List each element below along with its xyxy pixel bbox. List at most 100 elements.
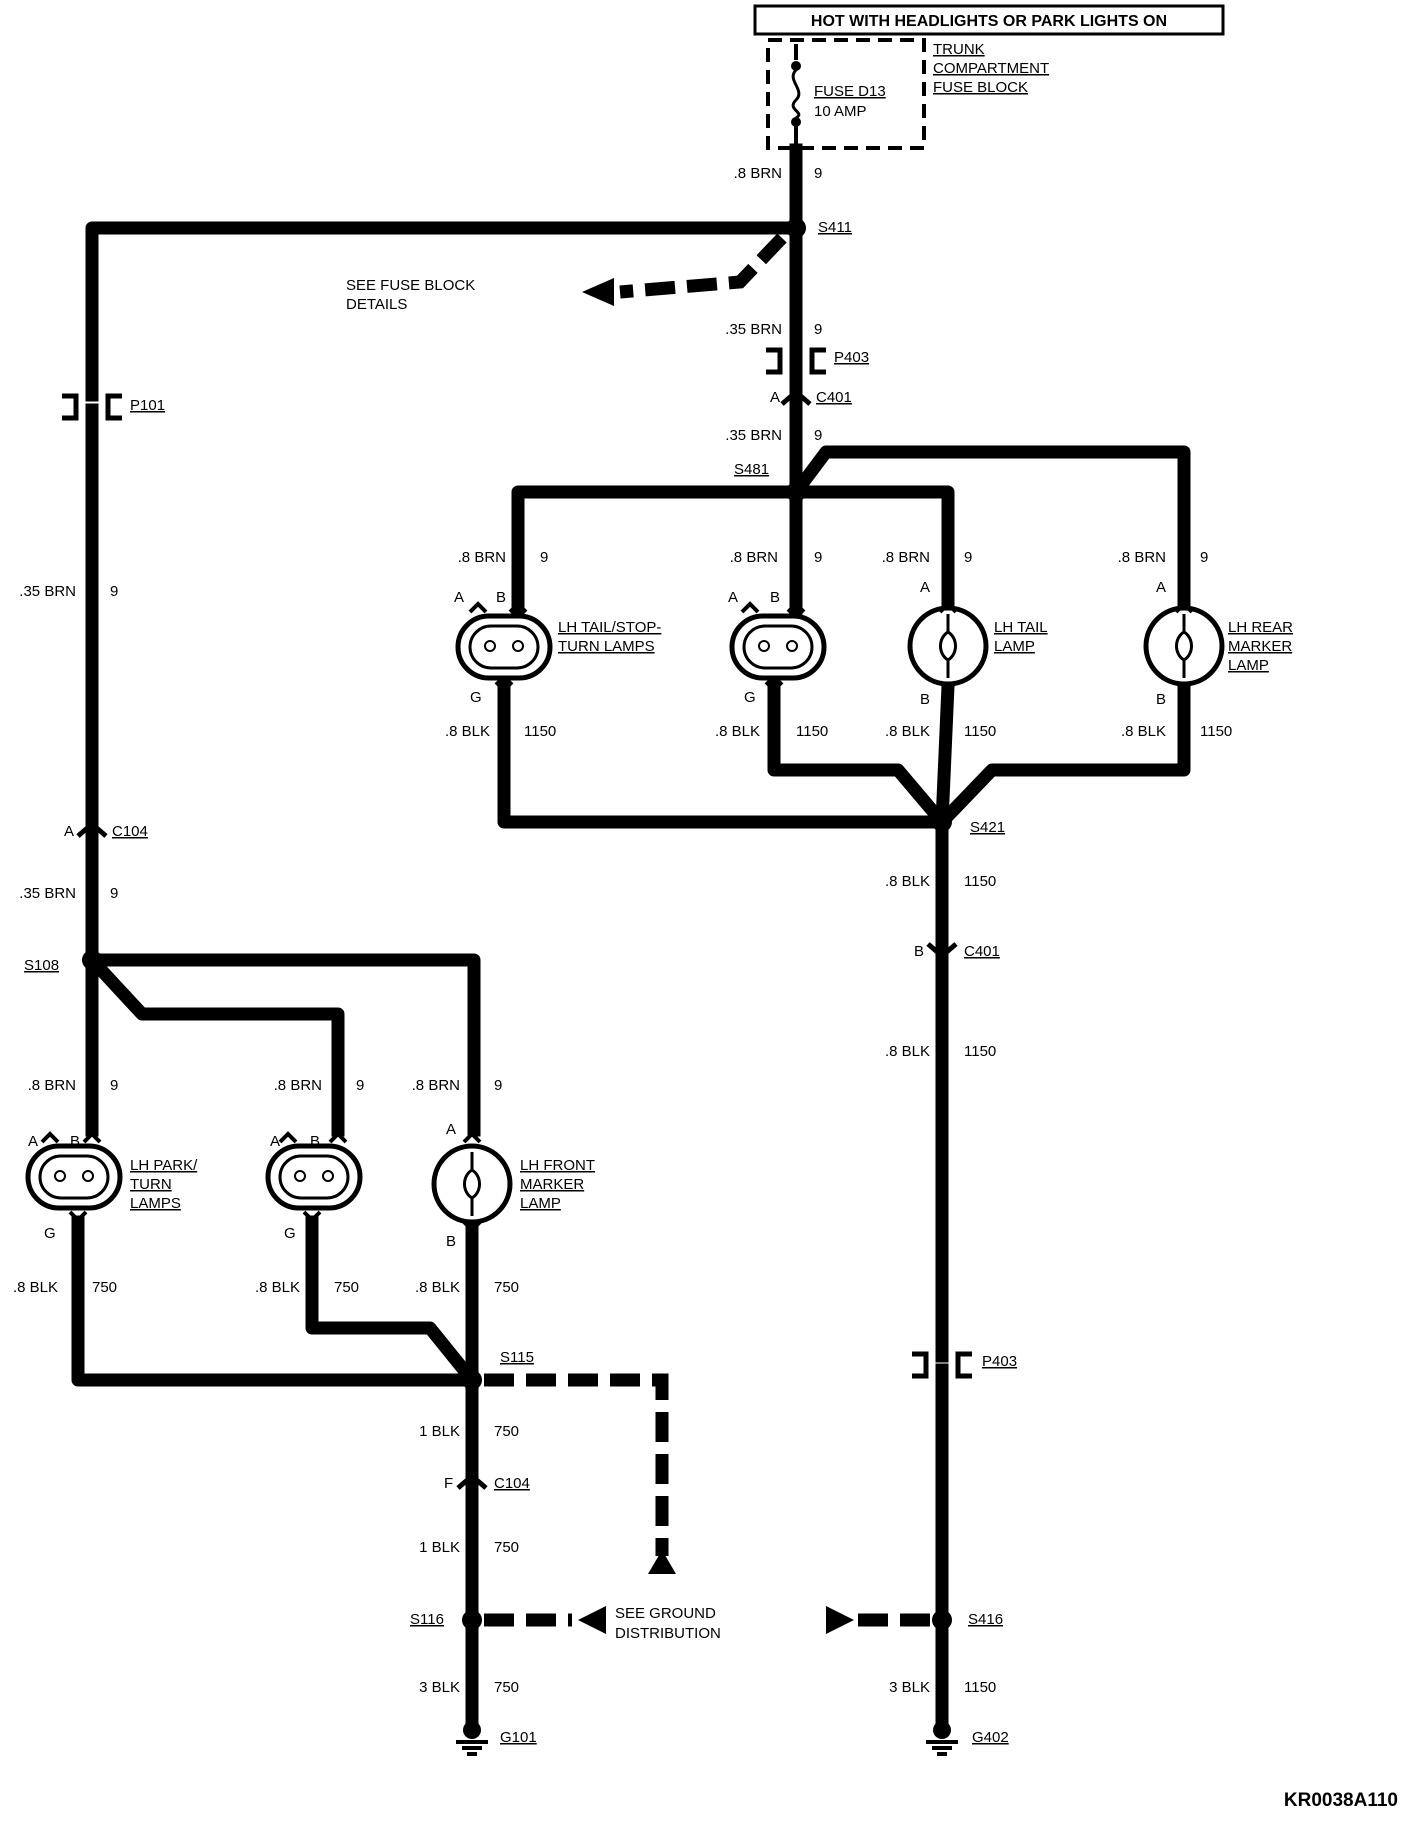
lh-tail-stop-turn-lamp: A B G LH TAIL/STOP- TURN LAMPS [454, 589, 661, 706]
wire-size: 1 BLK [419, 1423, 460, 1440]
wire-size: .8 BRN [734, 165, 782, 182]
wire-size: .8 BRN [730, 549, 778, 566]
wire-size: .8 BRN [28, 1077, 76, 1094]
wire-size: .8 BLK [885, 873, 930, 890]
wire-circuit: 1150 [964, 873, 996, 890]
wire-size: 3 BLK [889, 1679, 930, 1696]
wire-size: .8 BRN [458, 549, 506, 566]
wire-size: .8 BRN [412, 1077, 460, 1094]
fuse-block-name-2: COMPARTMENT [933, 60, 1049, 77]
wire-circuit: 1150 [964, 723, 996, 740]
fuse-rating: 10 AMP [814, 103, 867, 120]
wire-size: .8 BLK [13, 1279, 58, 1296]
splice-s115 [462, 1370, 482, 1390]
ground-arrow-left-icon [578, 1606, 606, 1634]
svg-text:G: G [44, 1225, 56, 1242]
wire-circuit: 9 [110, 885, 118, 902]
connector-p403-top: P403 [766, 347, 869, 375]
wire-circuit: 9 [814, 165, 822, 182]
arrow-left-icon [582, 278, 614, 306]
wire-size: .8 BLK [885, 1043, 930, 1060]
lh-tail-stop-turn-lamp-2: A B G [728, 589, 827, 706]
wire-circuit: 9 [110, 1077, 118, 1094]
wire-circuit: 1150 [524, 723, 556, 740]
svg-text:LAMP: LAMP [520, 1195, 561, 1212]
svg-text:LAMP: LAMP [1228, 657, 1269, 674]
wire-size: 3 BLK [419, 1679, 460, 1696]
connector-c104-top: A C104 [64, 820, 148, 840]
front-circuit-wires [71, 221, 803, 1731]
svg-text:MARKER: MARKER [520, 1176, 584, 1193]
fuse-block-details-reference: SEE FUSE BLOCK DETAILS [346, 233, 787, 313]
svg-text:LH PARK/: LH PARK/ [130, 1157, 198, 1174]
splices [82, 218, 952, 1630]
wire-circuit: 9 [110, 583, 118, 600]
fuse-block-name-3: FUSE BLOCK [933, 79, 1028, 96]
splice-s108 [82, 950, 102, 970]
lh-park-turn-lamp: A B G LH PARK/ TURN LAMPS [25, 1131, 198, 1242]
wire-circuit: 9 [814, 549, 822, 566]
svg-text:F: F [444, 1475, 453, 1492]
power-condition-header: HOT WITH HEADLIGHTS OR PARK LIGHTS ON [753, 4, 1225, 36]
wire-circuit: 750 [334, 1279, 359, 1296]
splice-label-s411: S411 [818, 219, 852, 236]
wire-size: .8 BRN [274, 1077, 322, 1094]
wire-circuit: 1150 [964, 1043, 996, 1060]
lh-front-marker-lamp: A B LH FRONT MARKER LAMP [431, 1121, 595, 1250]
wire-circuit: 1150 [1200, 723, 1232, 740]
splice-s411 [786, 218, 806, 238]
wire-circuit: 9 [356, 1077, 364, 1094]
svg-text:A: A [64, 823, 74, 840]
svg-text:B: B [1156, 691, 1166, 708]
wire-circuit: 750 [494, 1679, 519, 1696]
splice-label-s421: S421 [970, 819, 1005, 836]
svg-text:A: A [728, 589, 738, 606]
wire-size: .8 BLK [415, 1279, 460, 1296]
svg-text:G402: G402 [972, 1729, 1009, 1746]
svg-text:LAMP: LAMP [994, 638, 1035, 655]
wire-circuit: 1150 [964, 1679, 996, 1696]
wire-circuit: 750 [494, 1279, 519, 1296]
wire-size: .35 BRN [19, 885, 76, 902]
diagram-code: KR0038A110 [1284, 1790, 1398, 1811]
svg-text:B: B [920, 691, 930, 708]
power-condition-text: HOT WITH HEADLIGHTS OR PARK LIGHTS ON [811, 13, 1167, 30]
connector-p101: P101 [62, 393, 165, 421]
svg-text:TURN: TURN [130, 1176, 172, 1193]
ground-arrow-up-icon [648, 1550, 676, 1574]
svg-text:P403: P403 [834, 349, 869, 366]
svg-text:LAMPS: LAMPS [130, 1195, 181, 1212]
splice-label-s116: S116 [410, 1611, 444, 1628]
svg-text:G101: G101 [500, 1729, 537, 1746]
svg-text:C401: C401 [816, 389, 852, 406]
lh-park-turn-lamp-2: A B G [265, 1131, 363, 1242]
svg-text:A: A [920, 579, 930, 596]
svg-text:B: B [310, 1133, 320, 1150]
svg-text:G: G [744, 689, 756, 706]
lh-rear-marker-lamp: A B LH REAR MARKER LAMP [1143, 579, 1293, 708]
splice-s416 [932, 1610, 952, 1630]
wire-circuit: 9 [494, 1077, 502, 1094]
svg-text:A: A [1156, 579, 1166, 596]
svg-text:B: B [770, 589, 780, 606]
wire-size: .35 BRN [19, 583, 76, 600]
connector-c401-top: A C401 [770, 388, 852, 406]
svg-text:A: A [28, 1133, 38, 1150]
svg-text:C104: C104 [494, 1475, 530, 1492]
splice-s116 [462, 1610, 482, 1630]
svg-text:B: B [496, 589, 506, 606]
splice-label-s481: S481 [734, 461, 769, 478]
ground-distribution-text-2: DISTRIBUTION [615, 1625, 721, 1642]
wire-size: .35 BRN [725, 427, 782, 444]
wire-circuit: 1150 [796, 723, 828, 740]
svg-text:A: A [454, 589, 464, 606]
connector-c104-bottom: F C104 [444, 1472, 530, 1492]
svg-text:B: B [914, 943, 924, 960]
wire-size: .35 BRN [725, 321, 782, 338]
trunk-fuse-block: FUSE D13 10 AMP TRUNK COMPARTMENT FUSE B… [766, 38, 1049, 150]
svg-text:C401: C401 [964, 943, 1000, 960]
connector-c401-bottom: B C401 [914, 942, 1000, 960]
wire-circuit: 9 [814, 427, 822, 444]
svg-text:P101: P101 [130, 397, 165, 414]
